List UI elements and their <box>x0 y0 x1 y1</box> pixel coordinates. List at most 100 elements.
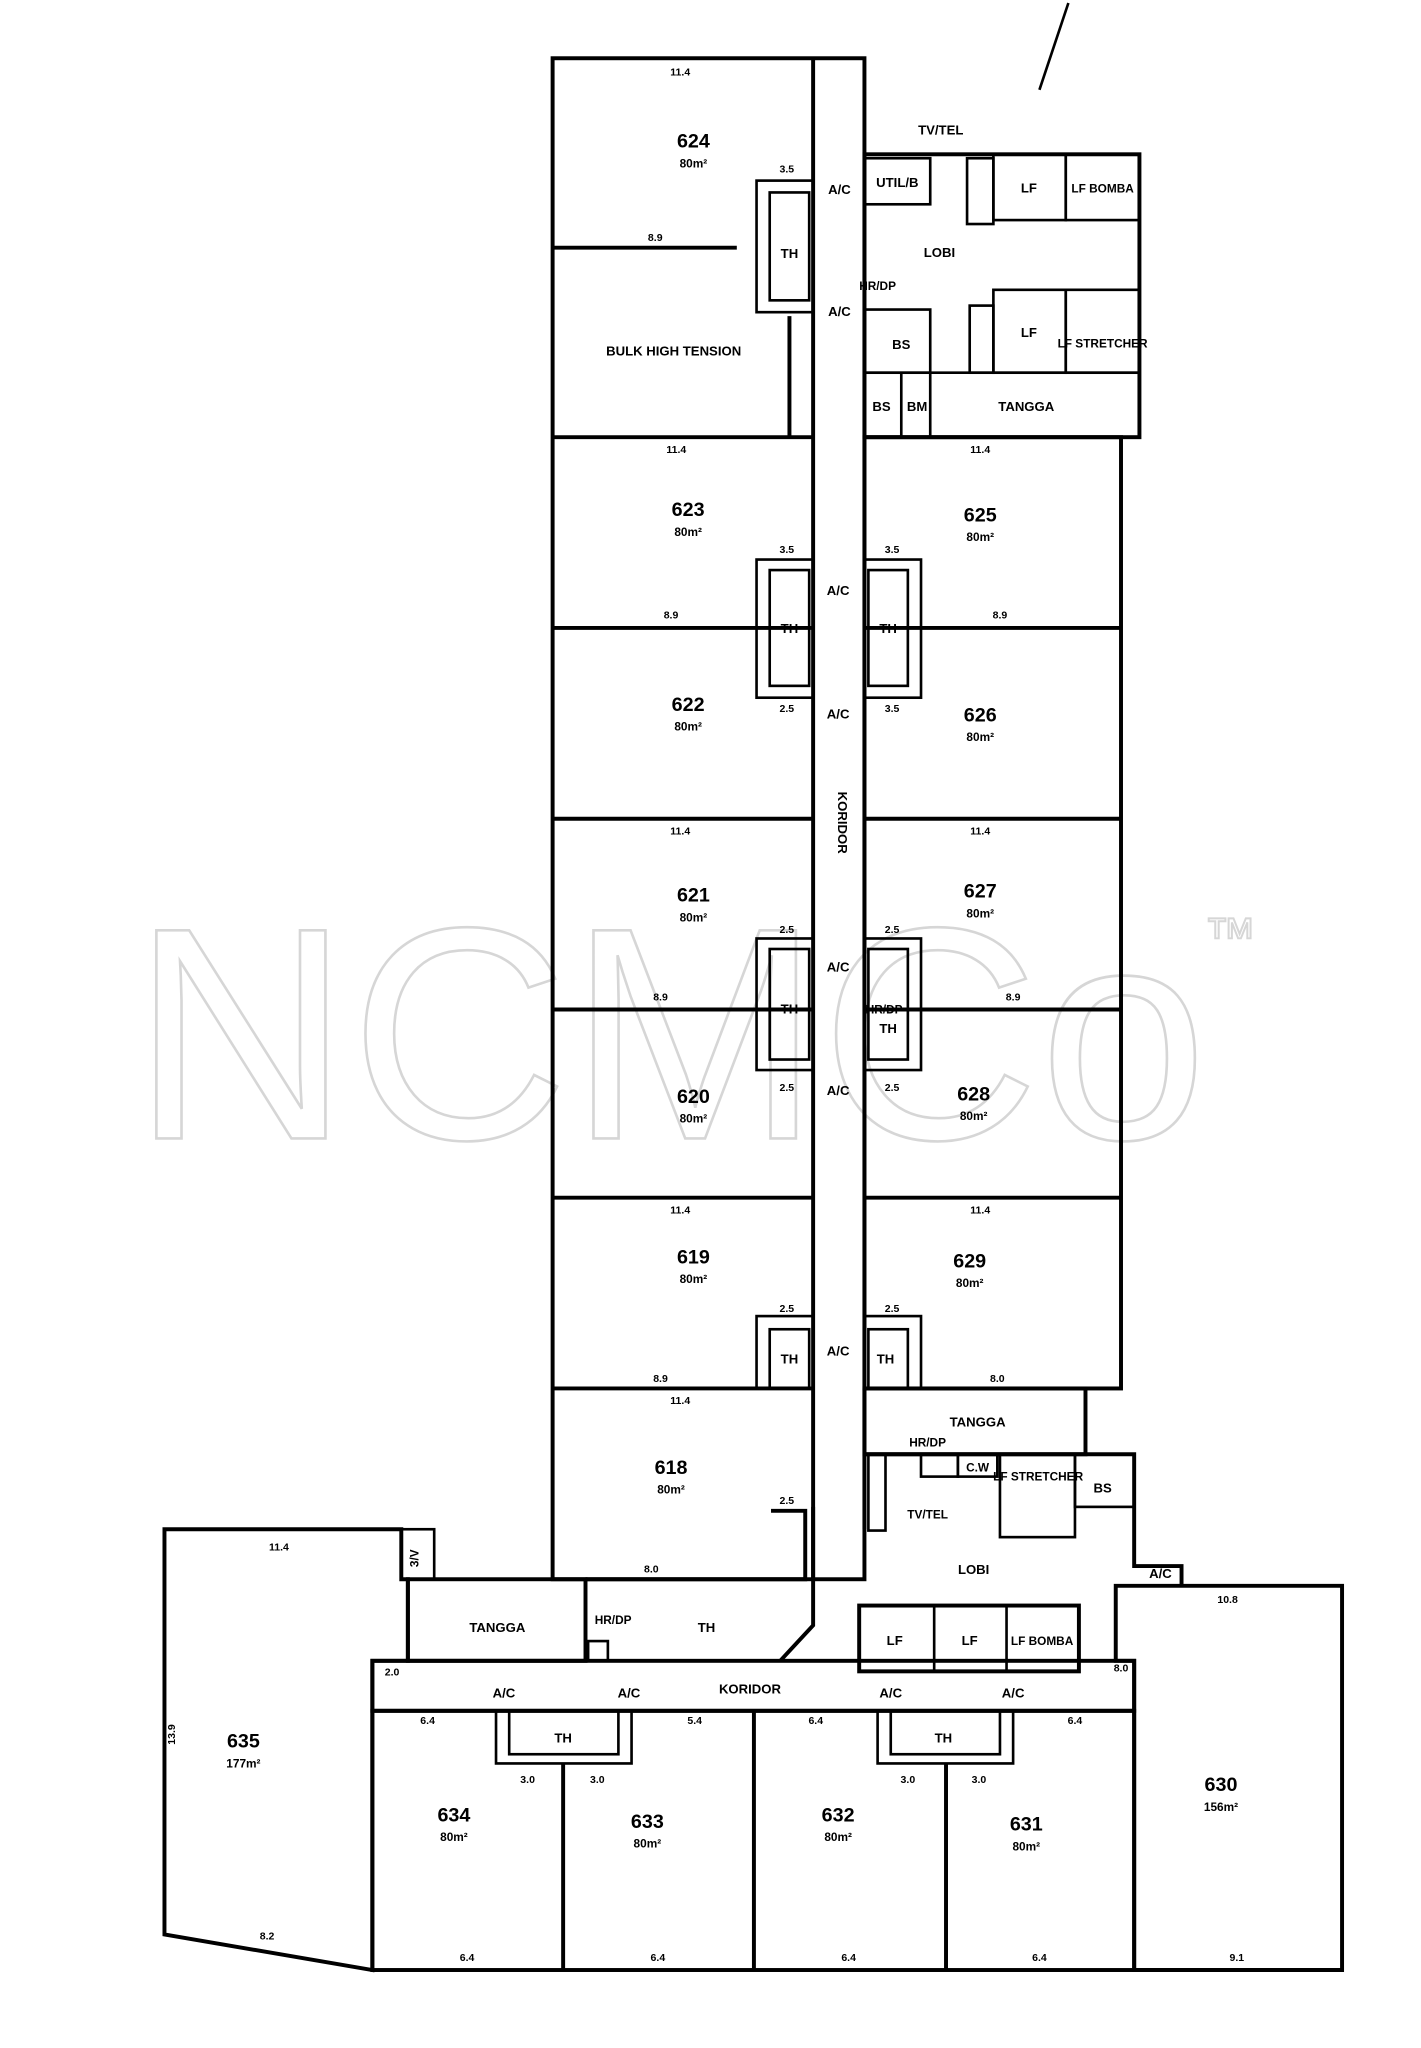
room-area: 80m² <box>966 906 994 920</box>
dimension: 3.0 <box>520 1774 535 1786</box>
dimension: 11.4 <box>670 1204 690 1216</box>
lift-label: LF <box>962 1633 978 1648</box>
dimension: 3.5 <box>780 164 795 176</box>
room-area: 80m² <box>440 1830 468 1844</box>
room-area: 177m² <box>226 1756 260 1770</box>
dimension: 10.8 <box>1217 1594 1238 1606</box>
dimension: 6.4 <box>1068 1715 1083 1727</box>
dimension: 5.4 <box>687 1715 702 1727</box>
room-number: 623 <box>672 499 705 521</box>
room-number: 626 <box>964 704 997 726</box>
ac-label: A/C <box>827 1344 850 1359</box>
room-area: 80m² <box>674 525 702 539</box>
dimension: 8.9 <box>993 610 1008 622</box>
room-number: 632 <box>822 1804 855 1826</box>
ac-label: A/C <box>827 1083 850 1098</box>
north-arrow-icon <box>1038 2 1070 91</box>
dimension: 8.9 <box>648 232 663 244</box>
room-area: 80m² <box>680 1112 708 1126</box>
room-labels: 624 80m² 623 80m² 622 80m² 621 80m² 620 … <box>226 131 1238 1854</box>
dimension: 8.0 <box>644 1564 659 1576</box>
lift-label: LF <box>1021 325 1037 340</box>
hr-dp-label: HR/DP <box>866 1002 903 1016</box>
dimension: 11.4 <box>666 444 686 456</box>
th-label: TH <box>879 621 897 636</box>
room-number: 634 <box>437 1804 470 1826</box>
room-area: 80m² <box>680 910 708 924</box>
dimension: 11.4 <box>670 1395 690 1407</box>
ac-label: A/C <box>493 1686 516 1701</box>
bs-label: BS <box>872 399 890 414</box>
room-number: 620 <box>677 1086 710 1108</box>
hr-dp-label: HR/DP <box>859 279 896 293</box>
ac-label: A/C <box>1149 1566 1172 1581</box>
room-number: 625 <box>964 504 997 526</box>
dimension: 6.4 <box>808 1715 823 1727</box>
room-number: 629 <box>953 1250 986 1272</box>
dimension: 11.4 <box>670 66 690 78</box>
room-area: 156m² <box>1204 1800 1238 1814</box>
room-area: 80m² <box>824 1830 852 1844</box>
dimension: 3.5 <box>885 544 900 556</box>
dimension: 11.4 <box>269 1541 289 1553</box>
bs-label: BS <box>1093 1480 1111 1495</box>
ac-label: A/C <box>828 304 851 319</box>
stairs-label: TANGGA <box>998 399 1054 414</box>
ac-label: A/C <box>1002 1686 1025 1701</box>
room-area: 80m² <box>680 156 708 170</box>
dimension: 2.5 <box>780 1082 795 1094</box>
ac-label: A/C <box>827 583 850 598</box>
dimension: 2.5 <box>780 924 795 936</box>
th-label: TH <box>698 1620 716 1635</box>
room-number: 621 <box>677 885 710 907</box>
lift-label: LF <box>887 1633 903 1648</box>
lobby-label: LOBI <box>958 1562 989 1577</box>
dimension: 11.4 <box>970 826 990 838</box>
ac-label: A/C <box>827 707 850 722</box>
room-area: 80m² <box>956 1276 984 1290</box>
dimension: 3.5 <box>885 703 900 715</box>
room-area: 80m² <box>674 720 702 734</box>
room-area: 80m² <box>966 730 994 744</box>
bm-label: BM <box>907 399 927 414</box>
dimension: 2.0 <box>385 1666 400 1678</box>
room-number: 624 <box>677 131 710 153</box>
dimension: 13.9 <box>166 1724 178 1745</box>
ac-label: A/C <box>879 1686 902 1701</box>
dimension: 3.0 <box>590 1774 605 1786</box>
corridor-label: KORIDOR <box>719 1682 782 1697</box>
hr-dp-label: HR/DP <box>909 1435 946 1449</box>
dimension: 11.4 <box>970 444 990 456</box>
th-label: TH <box>781 1001 799 1016</box>
walls <box>162 56 1345 1973</box>
dimension: 8.0 <box>990 1373 1005 1385</box>
room-number: 631 <box>1010 1814 1043 1836</box>
dimension: 6.4 <box>651 1952 666 1964</box>
dimension: 2.5 <box>885 1303 900 1315</box>
room-number: 627 <box>964 881 997 903</box>
room-area: 80m² <box>966 530 994 544</box>
stairs-label: TANGGA <box>950 1415 1006 1430</box>
hr-dp-label: HR/DP <box>595 1613 632 1627</box>
lobby-label: LOBI <box>924 245 955 260</box>
dimension: 11.4 <box>970 1204 990 1216</box>
dimension: 6.4 <box>841 1952 856 1964</box>
room-area: 80m² <box>657 1483 685 1497</box>
dimension: 6.4 <box>460 1952 475 1964</box>
lift-bomba-label: LF BOMBA <box>1011 1634 1074 1648</box>
dimension-labels: 11.4 8.9 3.5 11.4 11.4 8.9 8.9 3.5 3.5 2… <box>166 66 1244 1963</box>
th-label: TH <box>781 621 799 636</box>
room-area: 80m² <box>1012 1839 1040 1853</box>
corridor-label: KORIDOR <box>835 792 850 855</box>
tv-tel-label: TV/TEL <box>918 123 963 138</box>
watermark-trademark: ™ <box>1204 907 1257 966</box>
lift-label: LF <box>1021 180 1037 195</box>
room-number: 618 <box>655 1457 688 1479</box>
dimension: 2.5 <box>780 1495 795 1507</box>
dimension: 8.2 <box>260 1931 275 1943</box>
stairs-label: TANGGA <box>469 1620 525 1635</box>
dimension: 8.9 <box>653 991 668 1003</box>
room-area: 80m² <box>680 1272 708 1286</box>
dimension: 3.5 <box>780 544 795 556</box>
